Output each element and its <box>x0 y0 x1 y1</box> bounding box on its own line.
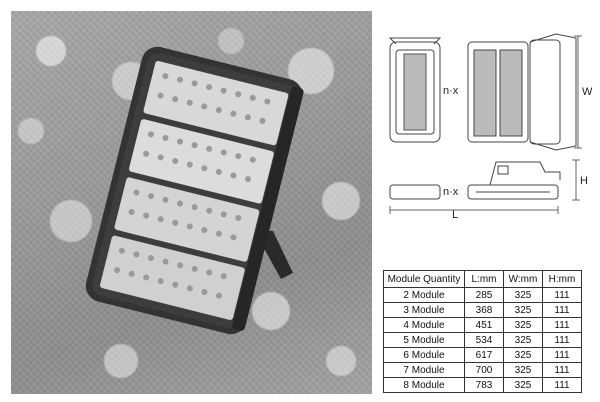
cell-length: 451 <box>464 317 504 333</box>
bottom-view-drawing <box>389 159 580 214</box>
cell-length: 700 <box>464 362 504 378</box>
cell-module: 8 Module <box>383 377 465 393</box>
cell-width: 325 <box>503 332 543 348</box>
cell-height: 111 <box>542 347 582 363</box>
product-photo <box>11 11 372 394</box>
header-height: H:mm <box>542 270 582 288</box>
side-view-drawing <box>388 37 442 143</box>
table-row: 3 Module 368 325 111 <box>383 302 582 318</box>
cell-height: 111 <box>542 287 582 303</box>
module-spec-table: Module Quantity L:mm W:mm H:mm 2 Module … <box>383 270 582 393</box>
cell-height: 111 <box>542 302 582 318</box>
header-width: W:mm <box>503 270 543 288</box>
header-length: L:mm <box>464 270 504 288</box>
table-row: 2 Module 285 325 111 <box>383 287 582 303</box>
cell-height: 111 <box>542 362 582 378</box>
nx-side-label: n·x <box>443 186 459 198</box>
l-dimension-label: L <box>452 209 458 220</box>
cell-module: 5 Module <box>383 332 465 348</box>
cell-module: 4 Module <box>383 317 465 333</box>
table-row: 6 Module 617 325 111 <box>383 347 582 363</box>
h-dimension-label: H <box>580 175 588 187</box>
cell-width: 325 <box>503 362 543 378</box>
table-row: 7 Module 700 325 111 <box>383 362 582 378</box>
cell-height: 111 <box>542 317 582 333</box>
cell-length: 285 <box>464 287 504 303</box>
cell-height: 111 <box>542 377 582 393</box>
cell-width: 325 <box>503 302 543 318</box>
cell-width: 325 <box>503 287 543 303</box>
cell-module: 2 Module <box>383 287 465 303</box>
cell-height: 111 <box>542 332 582 348</box>
nx-top-label: n·x <box>443 85 459 97</box>
cell-module: 3 Module <box>383 302 465 318</box>
cell-module: 7 Module <box>383 362 465 378</box>
cell-width: 325 <box>503 317 543 333</box>
table-header-row: Module Quantity L:mm W:mm H:mm <box>383 270 582 288</box>
front-view-drawing <box>467 33 582 151</box>
cell-length: 617 <box>464 347 504 363</box>
cell-length: 534 <box>464 332 504 348</box>
w-dimension-label: W <box>582 86 592 98</box>
lamp-housing <box>85 46 304 335</box>
cell-width: 325 <box>503 347 543 363</box>
table-row: 4 Module 451 325 111 <box>383 317 582 333</box>
flood-light-illustration <box>85 46 304 335</box>
table-row: 5 Module 534 325 111 <box>383 332 582 348</box>
header-module-quantity: Module Quantity <box>383 270 465 288</box>
cell-width: 325 <box>503 377 543 393</box>
technical-drawings: n·x W n·x H L <box>388 33 592 220</box>
table-row: 8 Module 783 325 111 <box>383 377 582 393</box>
cell-length: 368 <box>464 302 504 318</box>
cell-length: 783 <box>464 377 504 393</box>
cell-module: 6 Module <box>383 347 465 363</box>
